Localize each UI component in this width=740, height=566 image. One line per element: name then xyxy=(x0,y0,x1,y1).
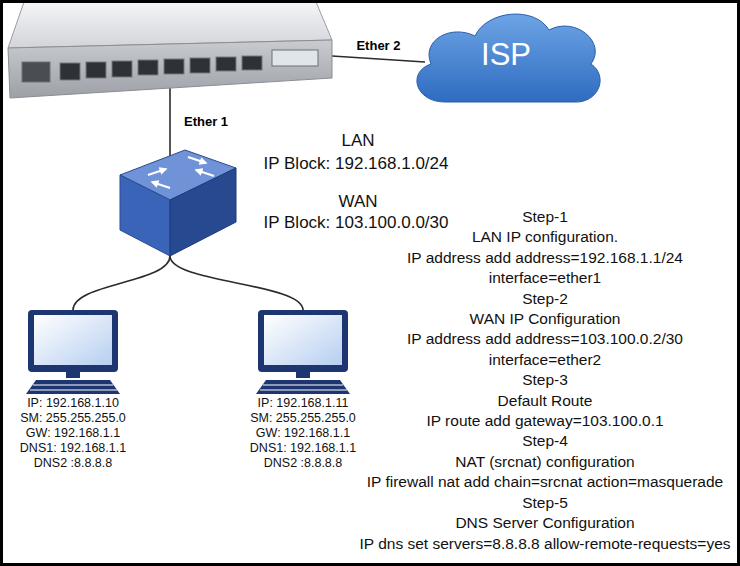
network-cable xyxy=(169,88,171,156)
switch-arrow xyxy=(148,169,166,175)
network-block-note: IP Block: 103.100.0.0/30 xyxy=(251,213,461,233)
monitor-frame xyxy=(258,310,348,372)
pc-setting: DNS1: 192.168.1.1 xyxy=(14,441,132,456)
ethernet-port xyxy=(216,57,236,71)
pc-setting: IP: 192.168.1.11 xyxy=(244,396,362,411)
config-step-line: IP route add gateway=103.100.0.1 xyxy=(356,411,734,431)
pc-setting: SM: 255.255.255.0 xyxy=(14,411,132,426)
pc-setting: DNS2 :8.8.8.8 xyxy=(244,456,362,471)
config-step-line: Step-1 xyxy=(356,207,734,227)
pc-setting: SM: 255.255.255.0 xyxy=(244,411,362,426)
switch-arrow xyxy=(196,170,214,176)
port-label: Ether 1 xyxy=(182,114,230,130)
client-pc: IP: 192.168.1.10SM: 255.255.255.0GW: 192… xyxy=(14,306,132,471)
config-step-line: Default Route xyxy=(356,391,734,411)
cloud-shape xyxy=(417,14,600,102)
keyboard xyxy=(256,380,350,394)
cloud-label: ISP xyxy=(481,37,531,73)
switch-arrow xyxy=(152,182,170,188)
monitor-stand xyxy=(296,372,310,378)
switch-illustration xyxy=(120,150,236,256)
router-front xyxy=(8,40,332,98)
network-cable xyxy=(170,256,303,310)
keyboard-keys xyxy=(30,385,117,390)
config-step-line: Step-4 xyxy=(356,431,734,451)
network-cable xyxy=(73,256,170,310)
router-lcd xyxy=(272,50,318,66)
monitor-screen xyxy=(34,315,112,365)
router-device xyxy=(8,0,334,100)
pc-setting: IP: 192.168.1.10 xyxy=(14,396,132,411)
config-step-line: LAN IP configuration. xyxy=(356,227,734,247)
pc-setting: DNS2 :8.8.8.8 xyxy=(14,456,132,471)
config-step-line: IP address add address=103.100.0.2/30 in… xyxy=(385,329,705,370)
ethernet-port xyxy=(112,61,132,77)
client-pc: IP: 192.168.1.11SM: 255.255.255.0GW: 192… xyxy=(244,306,362,471)
config-step-line: Step-3 xyxy=(356,370,734,390)
network-cable xyxy=(332,56,425,62)
monitor-frame xyxy=(28,310,118,372)
ethernet-port xyxy=(164,59,184,74)
pc-setting: DNS1: 192.168.1.1 xyxy=(244,441,362,456)
sfp-port xyxy=(22,62,50,82)
monitor-stand xyxy=(66,372,80,378)
switch-side xyxy=(120,175,170,256)
router-illustration xyxy=(8,2,332,98)
pc-setting: GW: 192.168.1.1 xyxy=(244,426,362,441)
switch-arrow xyxy=(188,157,206,163)
config-step-line: IP firewall nat add chain=srcnat action=… xyxy=(356,472,734,492)
config-step-line: Step-5 xyxy=(356,493,734,513)
network-block-note: LAN xyxy=(278,131,438,151)
network-block-note: IP Block: 192.168.1.0/24 xyxy=(251,154,461,174)
config-step-line: IP dns set servers=8.8.8.8 allow-remote-… xyxy=(356,534,734,554)
config-step-line: Step-2 xyxy=(356,289,734,309)
keyboard-keys xyxy=(260,385,347,390)
ethernet-port xyxy=(86,62,106,78)
ethernet-port xyxy=(242,56,262,70)
config-step-line: IP address add address=192.168.1.1/24 in… xyxy=(385,248,705,289)
config-step-line: WAN IP Configuration xyxy=(356,309,734,329)
port-label: Ether 2 xyxy=(354,38,402,54)
ethernet-port xyxy=(60,63,80,80)
pc-setting: GW: 192.168.1.1 xyxy=(14,426,132,441)
switch-side xyxy=(170,168,236,256)
config-step-line: DNS Server Configuration xyxy=(356,513,734,533)
keyboard xyxy=(26,380,120,394)
network-block-note: WAN xyxy=(278,192,438,212)
monitor-screen xyxy=(264,315,342,365)
config-step-line: NAT (srcnat) configuration xyxy=(356,452,734,472)
cloud-illustration xyxy=(417,14,600,102)
isp-cloud: ISP xyxy=(403,4,609,112)
ethernet-port xyxy=(190,58,210,73)
pc-illustration xyxy=(256,310,350,394)
pc-illustration xyxy=(26,310,120,394)
ethernet-port xyxy=(138,60,158,75)
network-switch xyxy=(118,148,238,258)
